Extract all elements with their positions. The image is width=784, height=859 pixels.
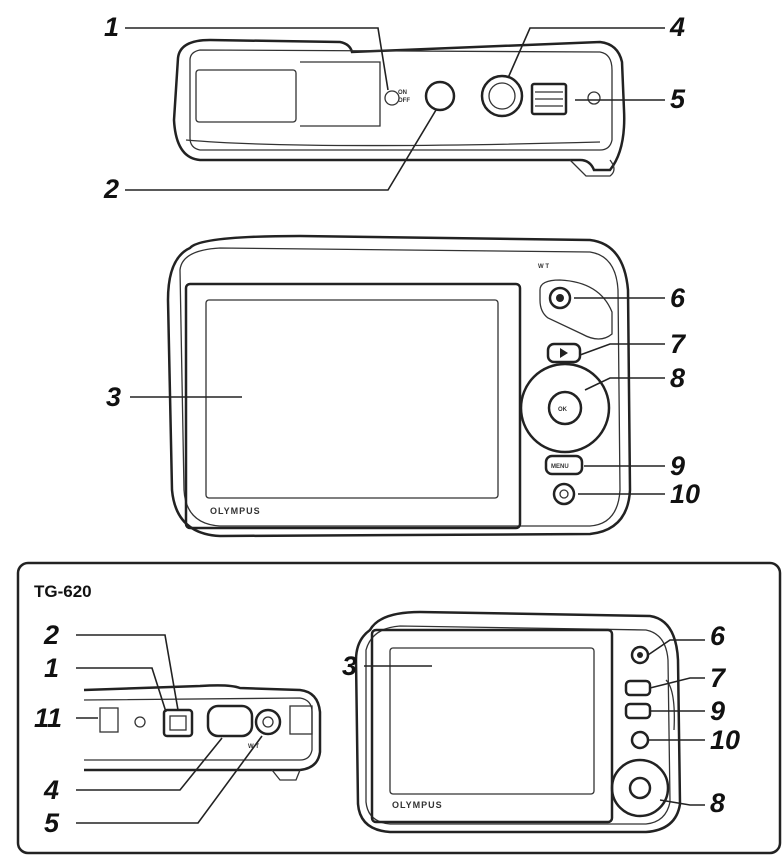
- tg620-brand: OLYMPUS: [392, 800, 443, 810]
- back-help-button: [554, 484, 574, 504]
- back-brand: OLYMPUS: [210, 506, 261, 516]
- callout-8: 8: [670, 363, 685, 393]
- top-power-button: [426, 82, 454, 110]
- tg620-arrow-pad: [612, 760, 668, 816]
- tg620-callout-5: 5: [44, 808, 60, 838]
- tg620-callout-7: 7: [710, 663, 727, 693]
- tg620-callout-8: 8: [710, 788, 725, 818]
- tg620-back-camera: OLYMPUS: [356, 612, 680, 832]
- tg620-ok-button: [630, 778, 650, 798]
- callout-7: 7: [670, 329, 687, 359]
- tg620-callout-4: 4: [43, 775, 59, 805]
- callout-10: 10: [670, 479, 700, 509]
- callout-6: 6: [670, 283, 686, 313]
- tg620-callout-9: 9: [710, 696, 725, 726]
- back-lcd-screen: [206, 300, 498, 498]
- tg620-callout-11: 11: [34, 703, 62, 733]
- tg620-power-button: [164, 710, 192, 736]
- tg620-callout-3: 3: [342, 651, 357, 681]
- tg620-top-callouts: 2 1 11 4 5: [34, 620, 262, 838]
- switch-off-mark: OFF: [398, 98, 410, 104]
- callout-1: 1: [104, 12, 119, 42]
- back-view-callouts: 3 6 7 8 9 10: [106, 283, 700, 509]
- callout-5: 5: [670, 84, 686, 114]
- callout-4: 4: [669, 12, 685, 42]
- switch-on-mark: ON: [398, 90, 407, 96]
- back-lcd-frame: [186, 284, 520, 528]
- tg620-callout-6: 6: [710, 621, 726, 651]
- tg620-help-button: [632, 732, 648, 748]
- tg620-title: TG-620: [34, 582, 92, 601]
- tg620-lcd-frame: [372, 630, 612, 822]
- tg620-shutter-button: [208, 706, 252, 736]
- back-menu-label: MENU: [551, 464, 569, 470]
- tg620-menu-button: [626, 704, 650, 718]
- tg620-play-button: [626, 681, 650, 695]
- back-zoom-marks: W T: [538, 264, 549, 270]
- tg620-top-camera: W T: [84, 685, 320, 780]
- top-shutter-button: [482, 76, 522, 116]
- callout-2: 2: [103, 174, 119, 204]
- top-small-hole: [385, 91, 399, 105]
- tg620-zoom-lever: [256, 710, 280, 734]
- tg620-callout-1: 1: [44, 653, 59, 683]
- callout-3: 3: [106, 382, 121, 412]
- tg620-lcd-screen: [390, 648, 594, 794]
- tg620-callout-10: 10: [710, 725, 740, 755]
- back-view-camera: OLYMPUS W T OK MENU: [168, 236, 630, 536]
- top-view-camera: ON OFF: [174, 40, 624, 176]
- back-ok-label: OK: [558, 407, 568, 413]
- tg620-callout-2: 2: [43, 620, 59, 650]
- callout-9: 9: [670, 451, 685, 481]
